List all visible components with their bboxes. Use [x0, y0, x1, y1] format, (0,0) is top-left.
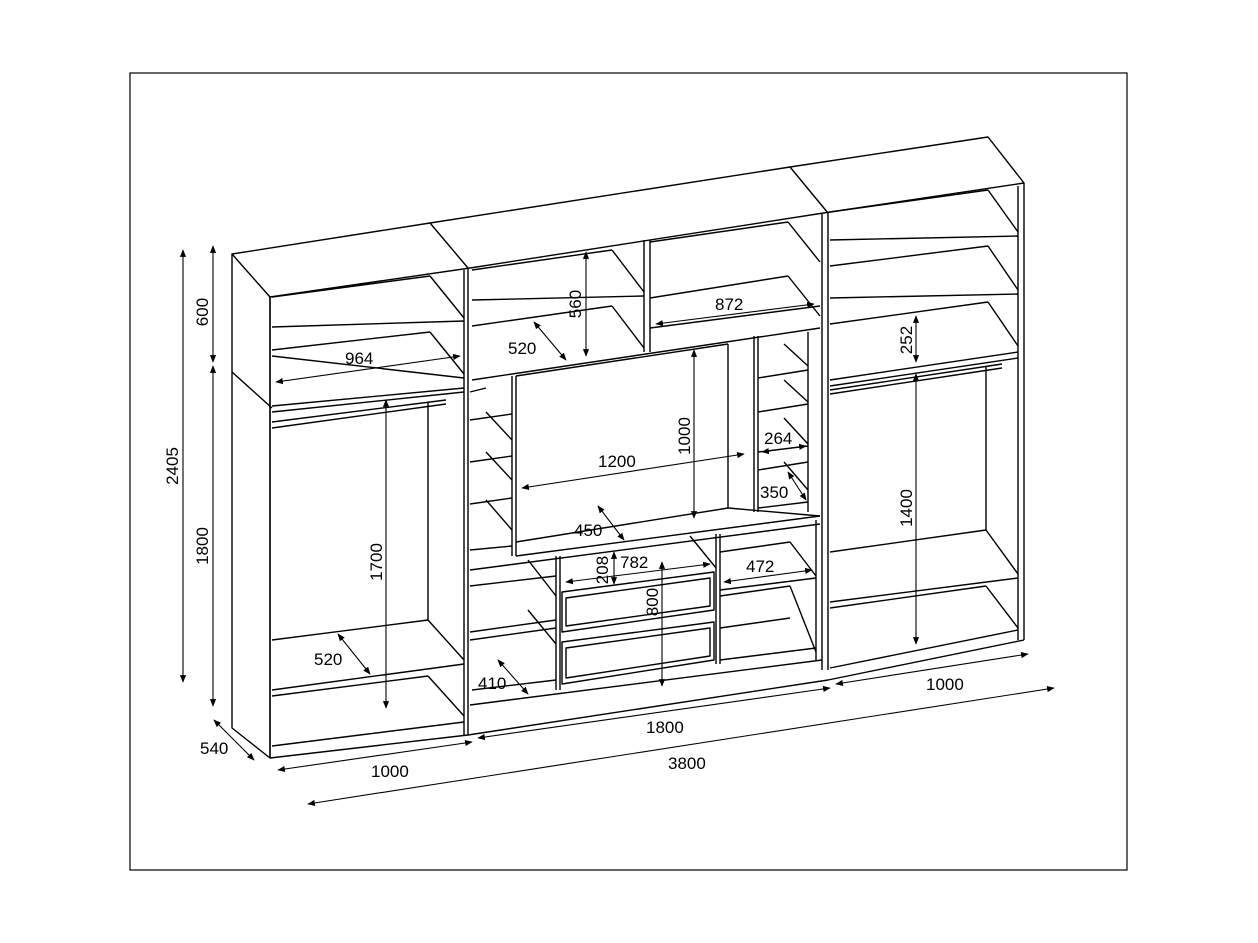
dim-mid-top-depth: 520	[508, 339, 536, 358]
dim-side-depth: 350	[760, 483, 788, 502]
dimension-labels: 2405 600 1800 540 1000 1800 1000 3800 96…	[163, 290, 964, 781]
dim-mid-top-height: 560	[566, 290, 585, 318]
dim-left-shelf-depth: 520	[314, 650, 342, 669]
dim-lower-height: 800	[643, 588, 662, 616]
dim-width-middle: 1800	[646, 718, 684, 737]
dimension-lines	[179, 245, 1055, 806]
dim-height-top: 600	[193, 298, 212, 326]
dim-tv-depth: 450	[574, 521, 602, 540]
dim-lower-left-depth: 410	[478, 674, 506, 693]
dim-right-hang-height: 1400	[897, 489, 916, 527]
dim-height-total: 2405	[163, 447, 182, 485]
drawing-frame	[129, 72, 1128, 871]
dim-width-total: 3800	[668, 754, 706, 773]
dim-left-hang-height: 1700	[367, 543, 386, 581]
dim-left-inner-width: 964	[345, 349, 373, 368]
dim-mid-top-width: 872	[715, 295, 743, 314]
dim-tv-width: 1200	[598, 452, 636, 471]
dim-height-bottom: 1800	[193, 527, 212, 565]
dim-drawer-width: 782	[620, 553, 648, 572]
dim-width-right: 1000	[926, 675, 964, 694]
wardrobe-outline	[231, 136, 1025, 759]
dim-side-width: 264	[764, 429, 792, 448]
dim-lower-right-width: 472	[746, 557, 774, 576]
dim-tv-height: 1000	[675, 417, 694, 455]
dim-right-top-height: 252	[897, 326, 916, 354]
dim-depth: 540	[200, 739, 228, 758]
dim-width-left: 1000	[371, 762, 409, 781]
dim-drawer-height: 208	[593, 556, 612, 584]
